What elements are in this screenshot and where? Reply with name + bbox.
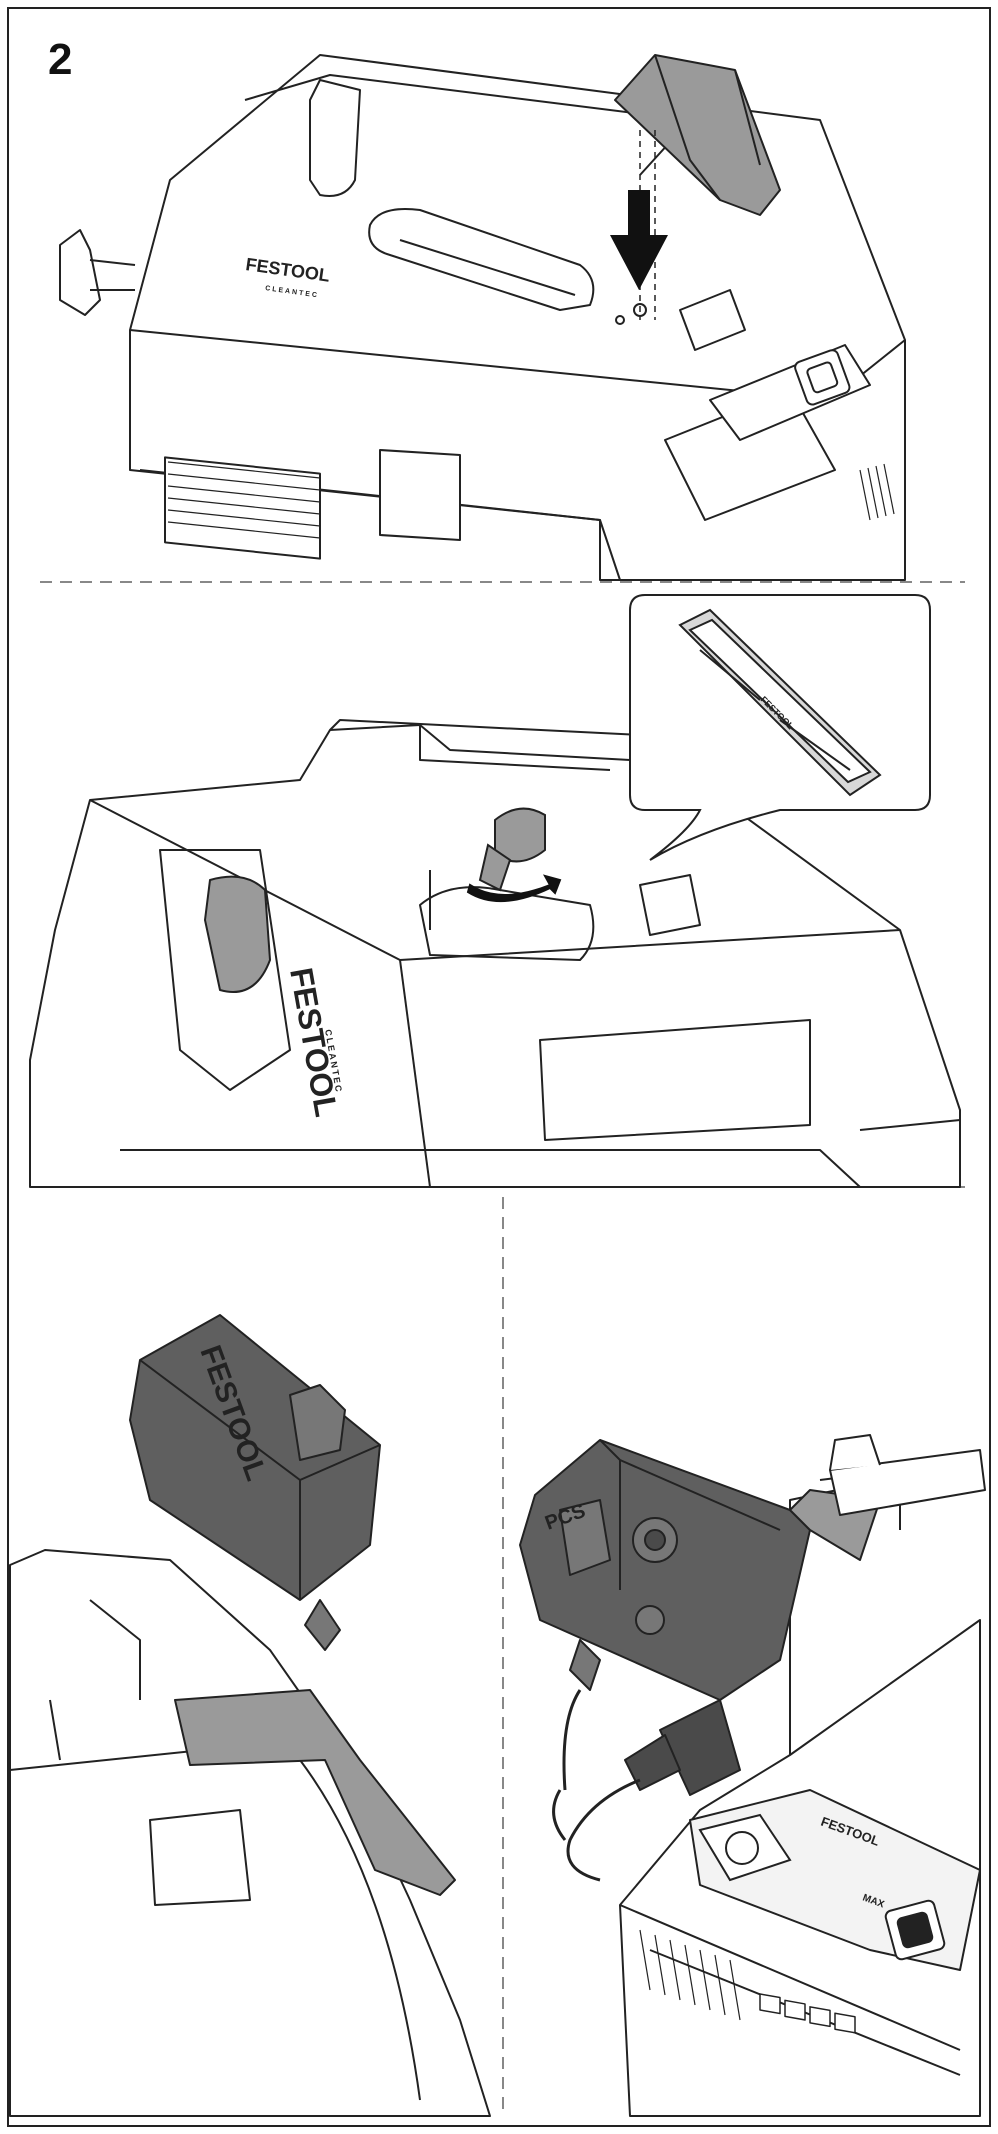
panel-3-pcs-module bbox=[129, 1314, 381, 1651]
panel-4-plug bbox=[566, 1699, 741, 1882]
panel-4-bracket bbox=[789, 1434, 986, 1561]
panel-3-bracket bbox=[174, 1689, 456, 1896]
page-frame bbox=[7, 7, 991, 2127]
arrow-down-icon bbox=[610, 130, 668, 320]
panel-2-callout bbox=[629, 594, 931, 861]
panel-4-socket bbox=[698, 1813, 792, 1882]
panel-4-pcs-module bbox=[519, 1439, 811, 1841]
rotate-arrow-icon bbox=[466, 874, 562, 902]
panel-2-lever bbox=[478, 807, 546, 892]
panel-1-bracket bbox=[614, 54, 781, 216]
panel-2-vacuum-open bbox=[29, 719, 961, 1188]
panel-1-vacuum-top bbox=[59, 54, 906, 581]
power-switch-icon bbox=[884, 1899, 946, 1961]
panel-4-buttons bbox=[759, 1993, 856, 2034]
step-number: 2 bbox=[48, 35, 73, 84]
